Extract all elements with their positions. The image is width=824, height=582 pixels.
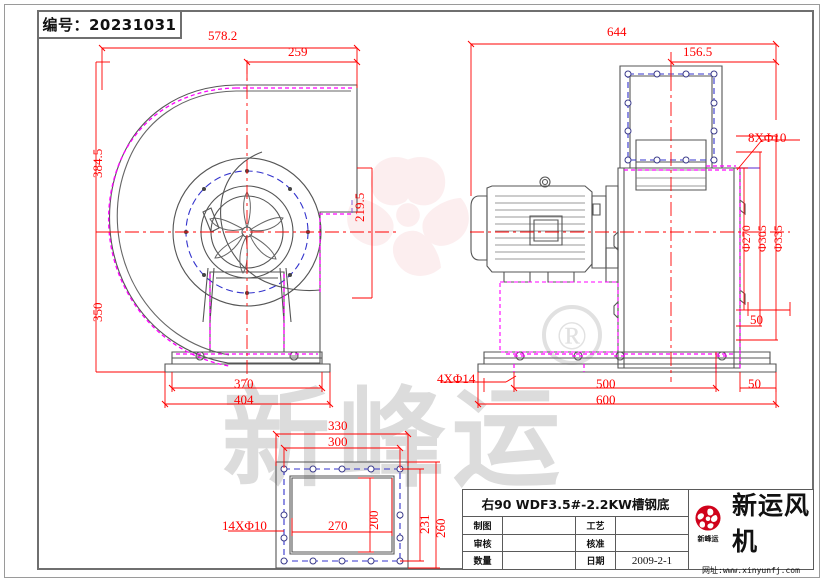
dim-center-height-upper: 384.5 [90,148,105,178]
field-label-quantity: 数量 [463,552,503,570]
field-label-drafter: 制图 [463,517,503,534]
field-value-date[interactable]: 2009-2-1 [631,554,673,567]
title-block-row: 审核 核准 [463,534,688,553]
title-block-row: 制图 工艺 [463,517,688,535]
company-website: 网址:www.xinyunfj.com [702,565,800,575]
field-label-approver: 核准 [576,534,616,552]
dim-base-length-600: 600 [596,392,616,407]
dim-center-height-lower: 350 [90,302,105,323]
field-label-process: 工艺 [576,517,616,534]
field-label-reviewer: 审核 [463,534,503,552]
dim-base-width: 404 [234,392,254,407]
company-brand: 新峰运 新运风机 [689,486,813,558]
title-block: 右90 WDF3.5#-2.2KW槽钢底 制图 工艺 审核 核准 数量 [462,489,814,575]
field-value-reviewer[interactable] [503,534,576,552]
dim-flange-bolt-span-width: 300 [328,434,348,449]
dim-side-outlet-offset: 156.5 [683,44,713,59]
dim-base-end-offset: 50 [748,376,761,391]
field-label-date: 日期 [576,552,616,570]
dim-overall-length: 644 [607,24,627,39]
dim-flange-opening-width: 270 [328,518,348,533]
dim-base-bolt-span-500: 500 [596,376,616,391]
title-block-row: 数量 日期 2009-2-1 [463,552,688,570]
dim-outlet-height: 219.5 [352,192,367,222]
sheet-border-outer [4,4,820,578]
impeller-logo-icon [695,505,721,531]
dim-base-bolt-pattern-4x: 4XΦ14 [437,371,476,386]
title-block-left: 右90 WDF3.5#-2.2KW槽钢底 制图 工艺 审核 核准 数量 [463,490,689,570]
dim-flange-outer-height: 260 [433,518,448,539]
dim-bore-diameter: Φ270 [739,225,753,252]
company-logo-subtext: 新峰运 [697,535,719,543]
field-value-approver[interactable] [616,535,688,552]
title-block-company: 新峰运 新运风机 网址:www.xinyunfj.com [689,490,813,575]
dim-bolt-circle-diameter: Φ305 [755,225,769,252]
company-logo: 新峰运 [689,499,727,544]
dim-base-bolt-span: 370 [234,376,254,391]
company-name: 新运风机 [732,490,811,556]
field-value-drafter[interactable] [503,517,576,534]
dim-edge-offset-right: 50 [750,312,763,327]
dim-overall-width: 578.2 [208,28,238,43]
field-value-quantity[interactable] [503,552,576,570]
dim-outlet-offset: 259 [288,44,308,59]
dim-flange-outer-width: 330 [328,418,348,433]
dim-flange-bolt-pattern-14x: 14XΦ10 [222,518,267,533]
drawing-number-box: 编号：20231031 [37,10,182,39]
title-block-rows: 制图 工艺 审核 核准 数量 日期 2009-2-1 [463,517,688,570]
dim-flange-bolt-span-height: 231 [417,514,432,535]
title-block-sheet-title: 右90 WDF3.5#-2.2KW槽钢底 [463,490,688,517]
dim-flange-opening-height: 200 [366,510,381,531]
dim-bolt-pattern-8x: 8XΦ10 [748,130,787,145]
sheet-border-inner [37,10,814,570]
dim-flange-diameter: Φ335 [771,225,785,252]
field-value-process[interactable] [616,517,688,534]
